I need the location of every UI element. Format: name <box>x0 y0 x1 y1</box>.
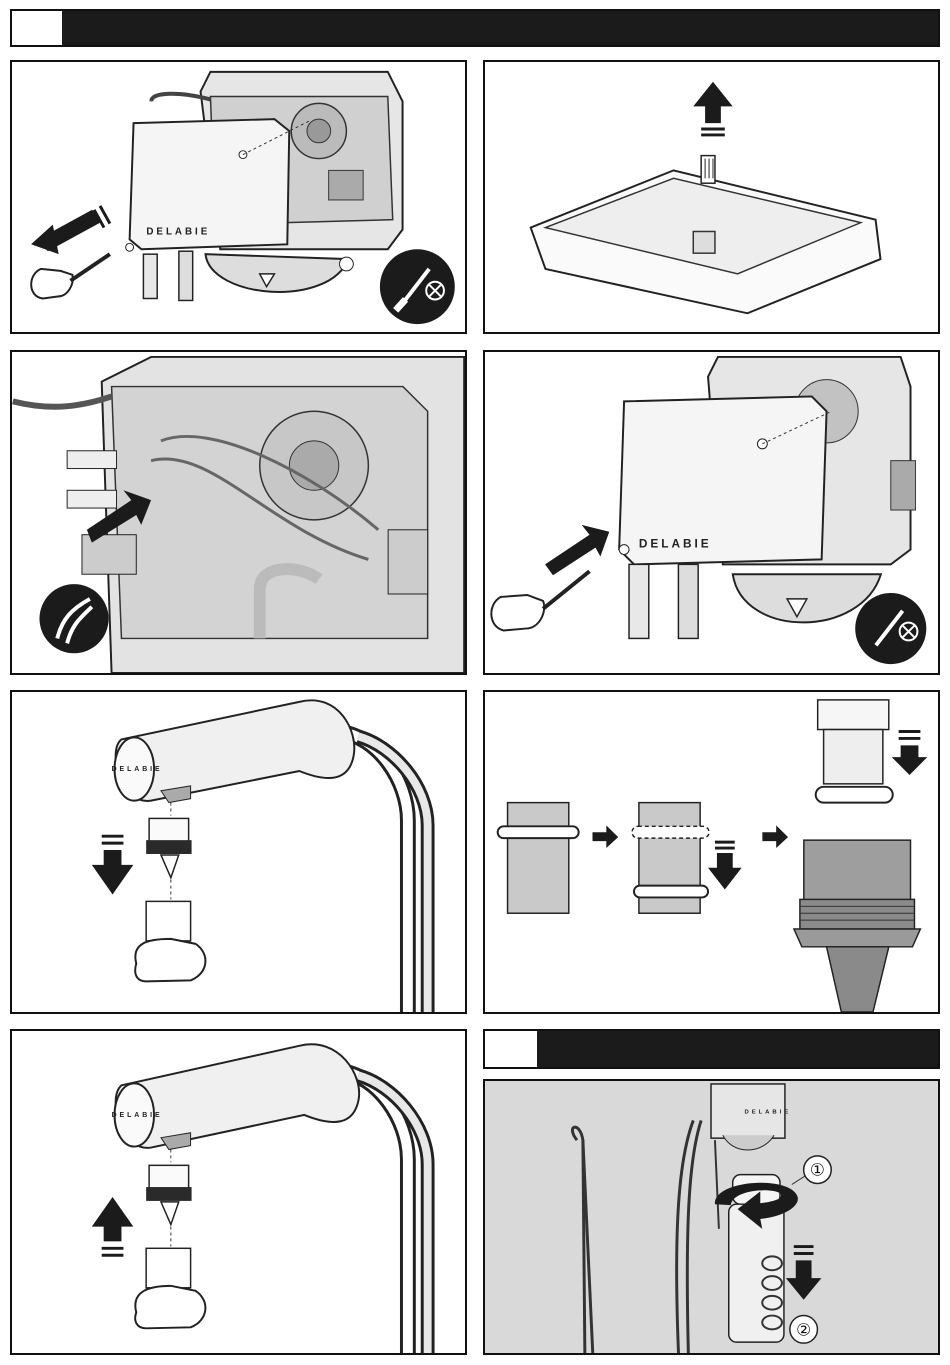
panel-cut-ties <box>10 350 467 675</box>
step-one-label: ① <box>810 1160 825 1180</box>
illustration-cut-ties <box>12 352 465 673</box>
screwdriver-crossed-icon <box>855 593 926 664</box>
arrow-icon <box>545 525 609 575</box>
section-header-top-fill <box>62 11 938 45</box>
illustration-unscrew-battery: DELABIE ① ② <box>485 1081 938 1353</box>
arrow-down-icon <box>892 732 928 775</box>
illustration-remove-cover: DELABIE <box>12 62 465 332</box>
arrow-right-icon <box>762 825 788 848</box>
illustration-oring-replace <box>485 692 938 1012</box>
box-logo: DELABIE <box>745 1110 792 1116</box>
section-header-bottom-fill <box>537 1031 938 1067</box>
panel-refit-cartridge: DELABIE <box>10 1029 467 1355</box>
section-header-top <box>10 9 940 47</box>
arrow-up-icon <box>693 82 732 135</box>
panel-refit-cover: DELABIE <box>483 350 940 675</box>
tap-logo: DELABIE <box>112 766 163 773</box>
panel-lift-tray <box>483 60 940 334</box>
illustration-refit-cartridge: DELABIE <box>12 1031 465 1353</box>
panel-remove-cartridge: DELABIE <box>10 690 467 1014</box>
illustration-lift-tray <box>485 62 938 332</box>
arrow-down-icon <box>708 842 742 889</box>
panel-oring-replace <box>483 690 940 1014</box>
screwdriver-crossed-icon <box>380 249 455 324</box>
illustration-remove-cartridge: DELABIE <box>12 692 465 1012</box>
step-two-label: ② <box>796 1319 811 1339</box>
arrow-right-icon <box>592 825 618 848</box>
arrow-up-icon <box>92 1197 133 1255</box>
illustration-refit-cover: DELABIE <box>485 352 938 673</box>
cover-logo: DELABIE <box>146 226 210 237</box>
section-header-bottom <box>483 1029 940 1069</box>
pliers-icon <box>39 584 108 653</box>
arrow-down-icon <box>92 836 133 894</box>
panel-remove-cover: DELABIE <box>10 60 467 334</box>
tap-logo: DELABIE <box>112 1112 163 1119</box>
panel-unscrew-battery: DELABIE ① ② <box>483 1079 940 1355</box>
cover-logo: DELABIE <box>639 537 712 551</box>
